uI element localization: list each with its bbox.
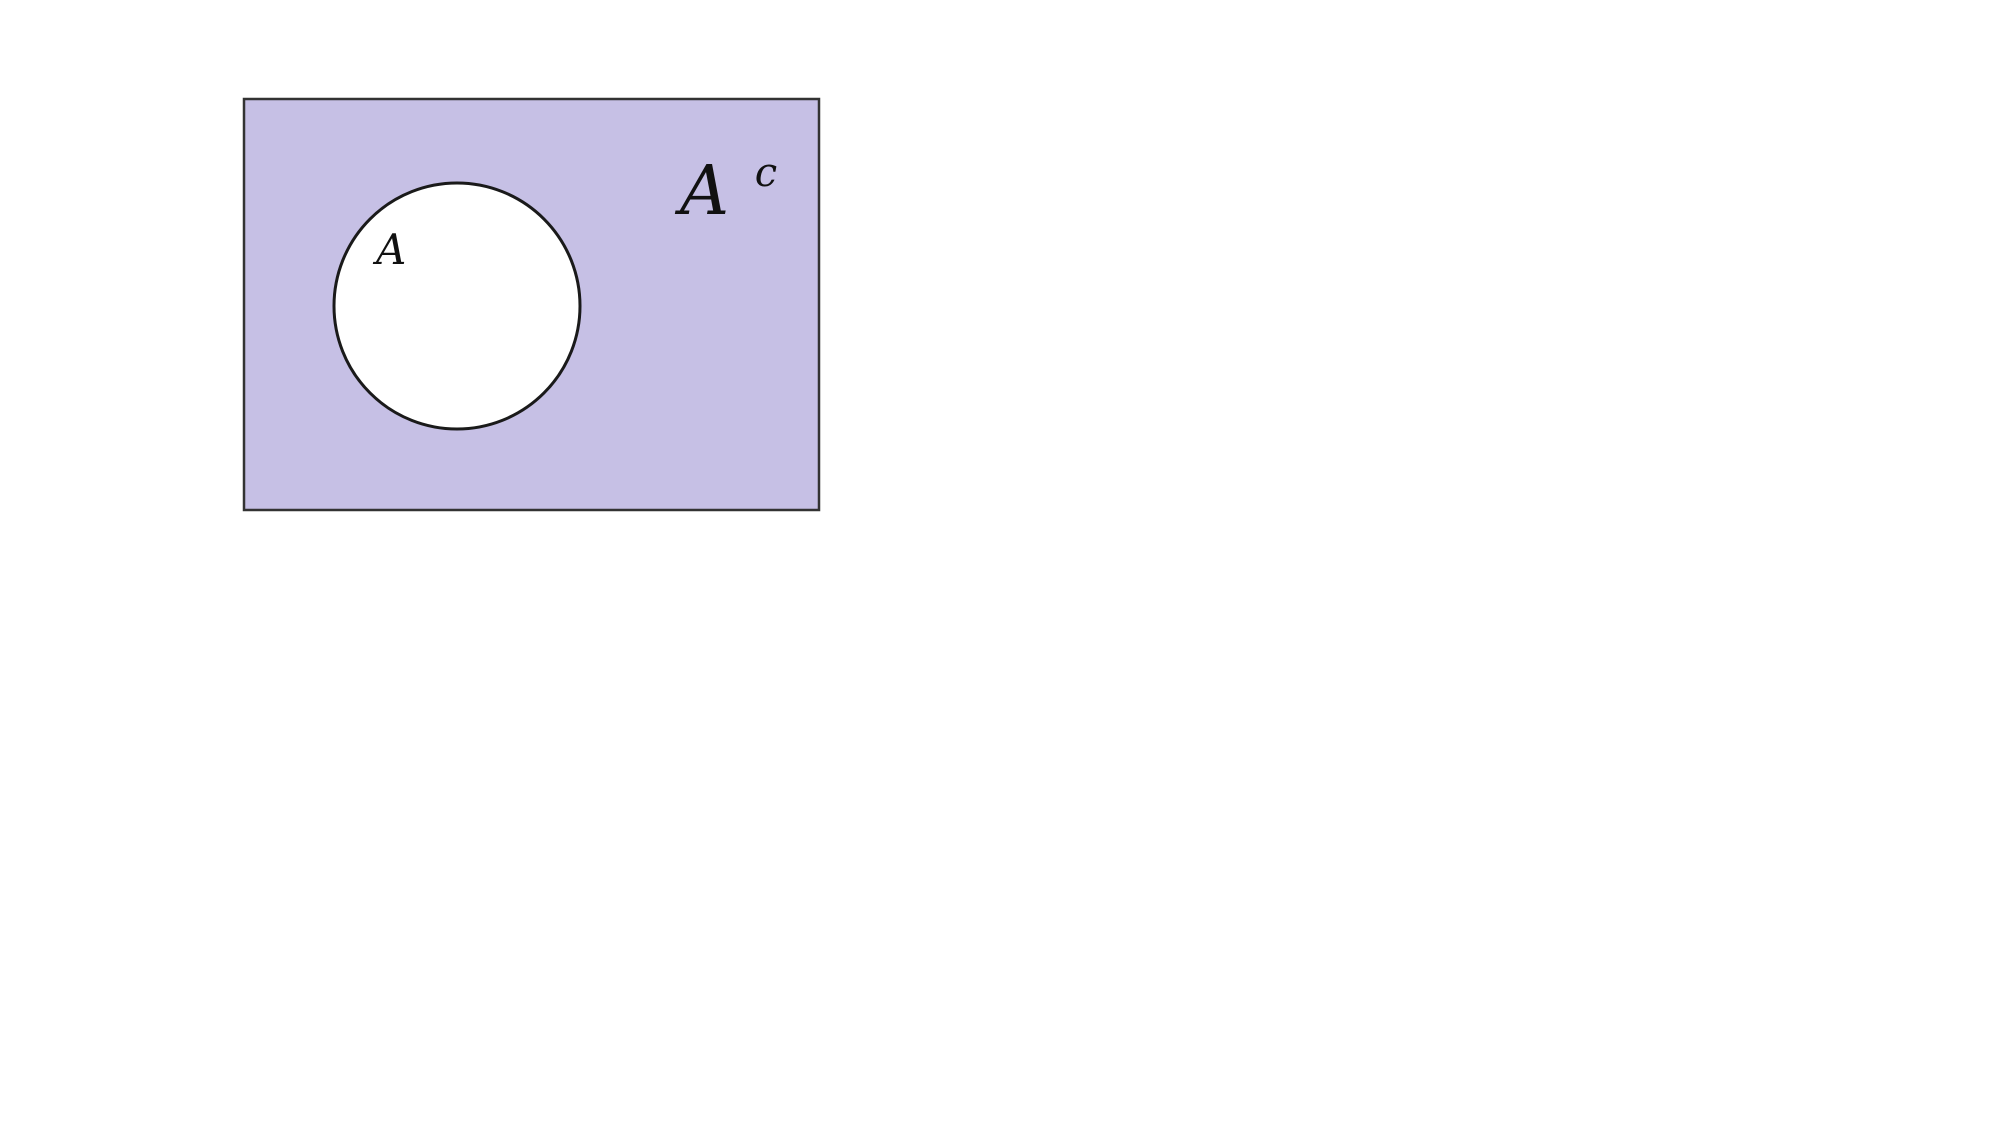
complement-label: A c: [674, 150, 777, 231]
set-a-circle: [332, 181, 582, 431]
complement-label-base: A: [674, 152, 729, 231]
set-a-label: A: [372, 225, 406, 274]
complement-label-superscript: c: [755, 150, 777, 196]
